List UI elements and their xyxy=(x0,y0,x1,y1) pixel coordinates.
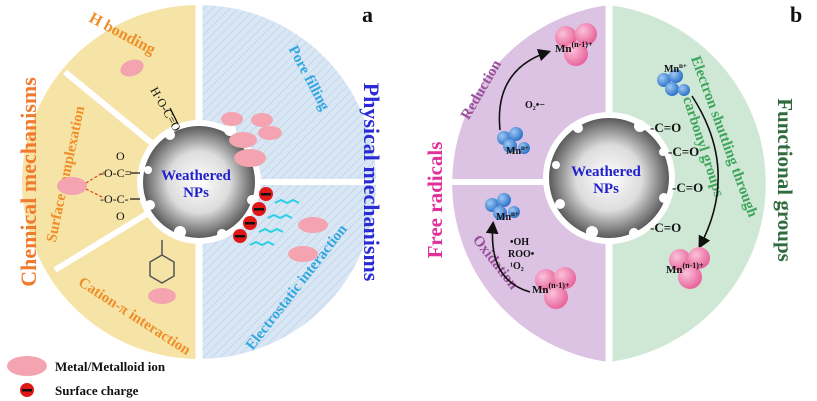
oxidant-singlet-o2: ¹O₂ xyxy=(510,261,524,272)
mn-n-label-reduction: Mnn+ xyxy=(506,144,529,157)
complex-frag-1: -O-C= xyxy=(100,166,132,180)
legend-surface-charge-label: Surface charge xyxy=(55,383,139,398)
metal-ion xyxy=(148,288,176,304)
functional-groups-sector xyxy=(609,5,766,362)
panel-a: Weathered NPs a Chemical mechanisms Phys… xyxy=(16,0,385,365)
complex-frag-2: -O-C- xyxy=(100,192,129,206)
physical-mechanisms-title: Physical mechanisms xyxy=(359,83,384,282)
benzene-ring xyxy=(149,254,175,284)
legend-metal-ion-label: Metal/Metalloid ion xyxy=(55,359,166,374)
weathered-np-core xyxy=(549,118,669,238)
complex-o2: O xyxy=(116,209,125,223)
np-label-a-2: NPs xyxy=(183,185,209,201)
metal-ion xyxy=(298,217,328,233)
metal-ion xyxy=(251,113,273,127)
panel-b: Weathered NPs b Free radicals Functional… xyxy=(420,0,802,370)
mn-oxidized-cluster xyxy=(657,69,690,96)
mn-reduced-cluster xyxy=(535,267,576,309)
chemical-mechanisms-title: Chemical mechanisms xyxy=(16,77,41,287)
electron-shuttling-arrow xyxy=(691,95,719,249)
superoxide-label: O₂•− xyxy=(525,100,545,111)
mn-reduced-cluster xyxy=(555,23,597,66)
metal-ion xyxy=(288,246,318,262)
mn-n1-label-bottom: Mn(n-1)+ xyxy=(532,281,570,296)
oxidation-arrow xyxy=(485,220,531,293)
carbonyl-group: -C=O xyxy=(668,144,699,159)
carbonyl-group: -C=O xyxy=(650,220,681,235)
oxidant-oh: •OH xyxy=(510,237,529,248)
mn-n-label-oxidation: Mnn+ xyxy=(496,210,519,223)
panel-a-label: a xyxy=(362,2,373,27)
carbonyl-group: -C=O xyxy=(650,120,681,135)
metal-ion xyxy=(221,112,243,126)
mn-n1-label-top: Mn(n-1)+ xyxy=(555,40,593,55)
metal-ion xyxy=(258,126,282,140)
panel-b-label: b xyxy=(790,2,802,27)
mn-oxidized-cluster xyxy=(497,127,530,154)
metal-ion xyxy=(229,132,257,148)
free-radicals-title: Free radicals xyxy=(423,142,447,259)
mn-reduced-cluster xyxy=(669,247,710,289)
surface-charges xyxy=(233,187,273,243)
chemical-sector xyxy=(22,5,199,359)
mn-n-label-functional: Mnn+ xyxy=(664,62,687,75)
carbonyl-group: -C=O xyxy=(672,180,703,195)
metal-ion xyxy=(120,59,144,77)
legend-metal-ion-swatch xyxy=(7,356,47,376)
legend: Metal/Metalloid ion Surface charge xyxy=(7,356,166,398)
complex-o1: O xyxy=(116,149,125,163)
metal-ion xyxy=(57,177,87,195)
metal-ion xyxy=(234,149,266,167)
reduction-arrow xyxy=(498,48,552,131)
oxidant-roo: ROO• xyxy=(508,249,535,260)
mn-n1-label-functional: Mn(n-1)+ xyxy=(666,261,704,276)
functional-groups-title: Functional groups xyxy=(773,98,797,262)
np-label-b-2: NPs xyxy=(593,181,619,197)
np-label-a-1: Weathered xyxy=(161,168,231,184)
np-label-b-1: Weathered xyxy=(571,164,641,180)
mn-oxidized-cluster xyxy=(485,193,520,220)
